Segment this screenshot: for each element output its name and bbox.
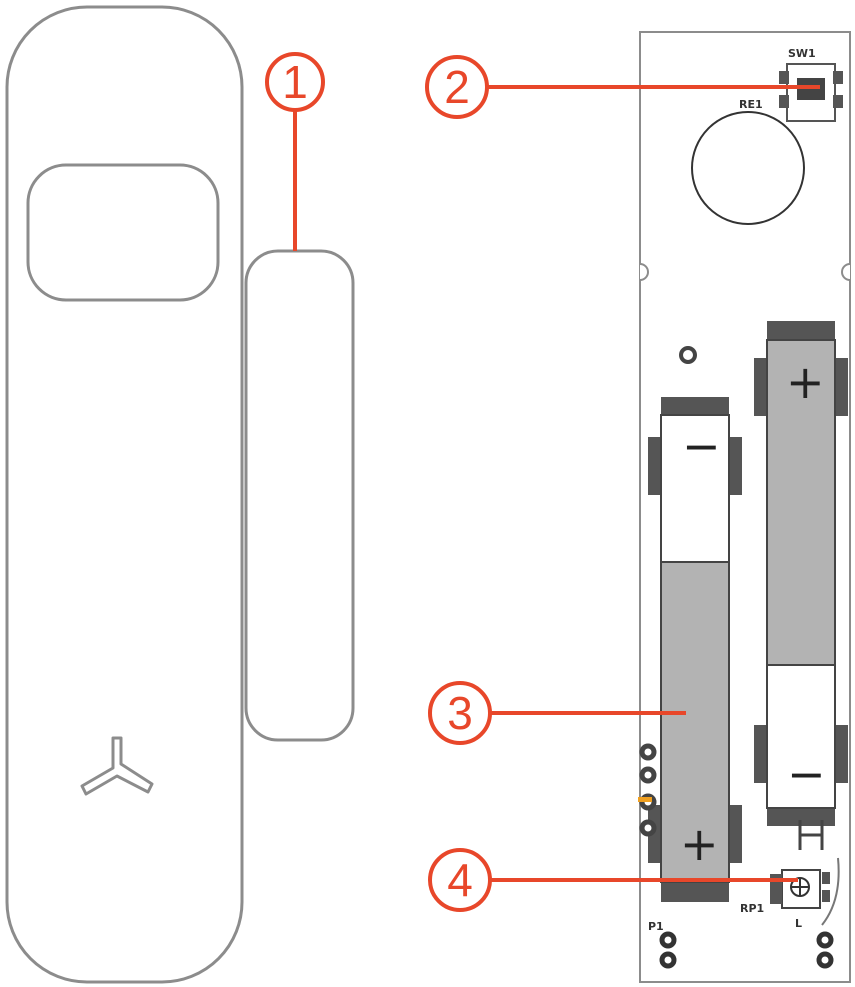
logo-icon (80, 736, 154, 796)
battery-left-clip-l2 (648, 805, 662, 863)
re1-label: RE1 (739, 98, 763, 111)
sw1-pad-right-bottom (833, 95, 843, 108)
callout-2-number: 2 (444, 61, 470, 113)
battery-left-minus: − (682, 419, 721, 473)
battery-right-minus: − (787, 747, 826, 801)
rp1-label: RP1 (740, 902, 764, 915)
battery-left-cell-top (660, 414, 730, 563)
battery-right-clip-r1 (834, 358, 848, 416)
callout-3-number: 3 (447, 687, 473, 739)
pcb-notch-right (841, 263, 851, 281)
pcb-notch-left (639, 263, 649, 281)
battery-right-plus: + (786, 355, 825, 409)
pot-l-label: L (795, 917, 802, 930)
callout-4-number: 4 (447, 854, 473, 906)
pot-pad-right-top (822, 872, 830, 884)
sensor-housing (5, 5, 244, 984)
p1-label: P1 (648, 920, 664, 933)
jumper-bracket (798, 820, 824, 850)
battery-left-cell (660, 561, 730, 883)
battery-left-clip-l1 (648, 437, 662, 495)
callout-1: 1 (265, 52, 325, 251)
callout-2: 2 (425, 55, 820, 119)
battery-left: − + (648, 397, 742, 902)
sw1-pad-bottom (779, 95, 789, 108)
battery-left-clip-r1 (728, 437, 742, 495)
battery-right-cell (766, 339, 836, 666)
battery-right-clip-r2 (834, 725, 848, 783)
sensor-window (26, 163, 220, 302)
callout-1-number: 1 (282, 56, 308, 108)
battery-right: + − (754, 321, 848, 826)
battery-right-clip-l1 (754, 358, 768, 416)
battery-right-cell-bottom (766, 664, 836, 809)
pot-pad-right-bottom (822, 890, 830, 902)
conn-pin-2 (816, 951, 834, 969)
battery-left-clip-r2 (728, 805, 742, 863)
pcb-board: SW1 RE1 − + (638, 31, 851, 983)
battery-left-holder-top (661, 397, 729, 417)
sw1-pad-right-top (833, 71, 843, 84)
battery-left-plus: + (680, 817, 719, 871)
sw1-label: SW1 (788, 47, 816, 60)
sensor-body (5, 5, 244, 984)
pot-dial-cross (791, 878, 809, 896)
magnet (244, 249, 355, 742)
mounting-hole (679, 346, 697, 364)
pot-arc (821, 857, 840, 926)
pin-header (638, 743, 657, 837)
callout-3: 3 (428, 681, 686, 745)
callout-4: 4 (428, 848, 798, 912)
p1-pin-1 (659, 931, 677, 949)
sw1-pad-top (779, 71, 789, 84)
battery-left-holder-bottom (661, 882, 729, 902)
p1-pin-2 (659, 951, 677, 969)
conn-pin-1 (816, 931, 834, 949)
battery-right-clip-l2 (754, 725, 768, 783)
battery-right-holder-bottom (767, 806, 835, 826)
reed-switch (691, 111, 805, 225)
battery-right-holder-top (767, 321, 835, 341)
